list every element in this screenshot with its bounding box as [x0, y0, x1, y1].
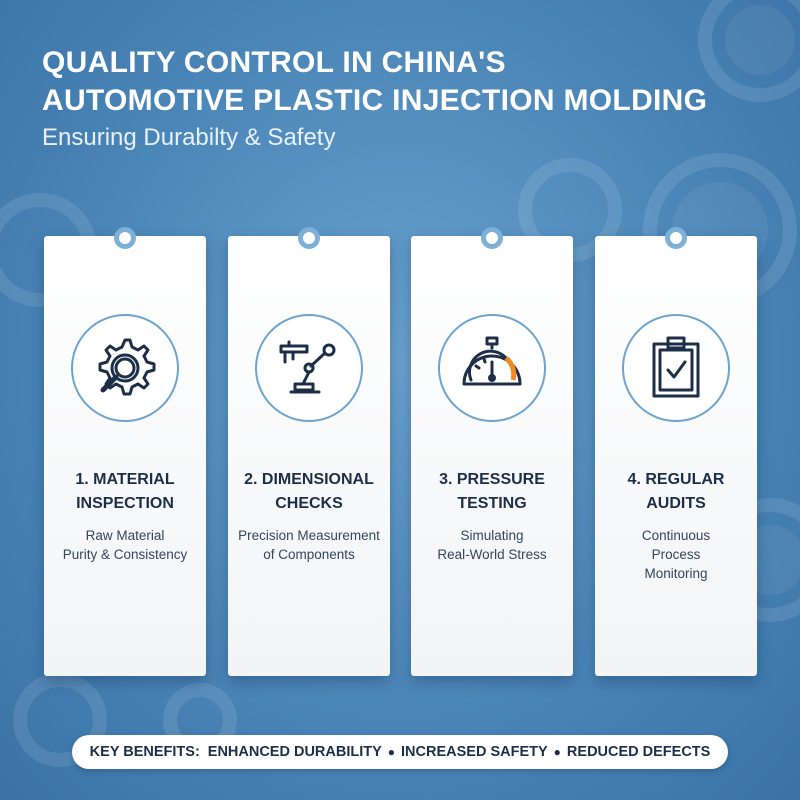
clipboard-check-icon [652, 336, 700, 398]
title-line-2: AUTOMOTIVE PLASTIC INJECTION MOLDING [42, 84, 708, 117]
hang-hole [481, 227, 503, 249]
icon-circle [438, 314, 546, 422]
benefit-item: ENHANCED DURABILITY [207, 744, 382, 760]
hang-hole [665, 227, 687, 249]
card-title: 1. MATERIAL INSPECTION [75, 471, 175, 512]
card-pressure-testing: 3. PRESSURE TESTING Simulating Real-Worl… [411, 227, 573, 676]
key-benefits-bar: KEY BENEFITS: ENHANCED DURABILITY ● INCR… [72, 735, 728, 769]
benefit-item: REDUCED DEFECTS [566, 744, 711, 760]
card-material-inspection: 1. MATERIAL INSPECTION Raw Material Puri… [44, 227, 206, 676]
card-description: Raw Material Purity & Consistency [62, 528, 188, 562]
hang-hole [298, 227, 320, 249]
gear-magnifier-icon [98, 338, 156, 396]
benefit-item: INCREASED SAFETY [401, 744, 548, 760]
card-title: 4. REGULAR AUDITS [627, 471, 725, 512]
card-title: 3. PRESSURE TESTING [439, 471, 545, 512]
bullet-separator: ● [553, 745, 561, 759]
pressure-gauge-icon [462, 336, 522, 386]
key-benefits-label: KEY BENEFITS: [89, 744, 200, 760]
card-description: Simulating Real-World Stress [437, 528, 547, 562]
header: QUALITY CONTROL IN CHINA'S AUTOMOTIVE PL… [42, 44, 772, 152]
card-dimensional-checks: 2. DIMENSIONAL CHECKS Precision Measurem… [228, 227, 390, 676]
title-line-1: QUALITY CONTROL IN CHINA'S [42, 46, 506, 79]
card-title: 2. DIMENSIONAL CHECKS [244, 471, 374, 512]
bullet-separator: ● [387, 745, 396, 759]
hang-hole [114, 227, 136, 249]
card-description: Precision Measurement of Components [238, 528, 380, 562]
card-description: Continuous Process Monitoring [641, 528, 711, 581]
icon-circle [255, 314, 363, 422]
icon-circle [622, 314, 730, 422]
caliper-robot-arm-icon [279, 340, 336, 394]
subtitle: Ensuring Durabilty & Safety [42, 124, 336, 151]
card-regular-audits: 4. REGULAR AUDITS Continuous Process Mon… [595, 227, 757, 676]
icon-circle [71, 314, 179, 422]
